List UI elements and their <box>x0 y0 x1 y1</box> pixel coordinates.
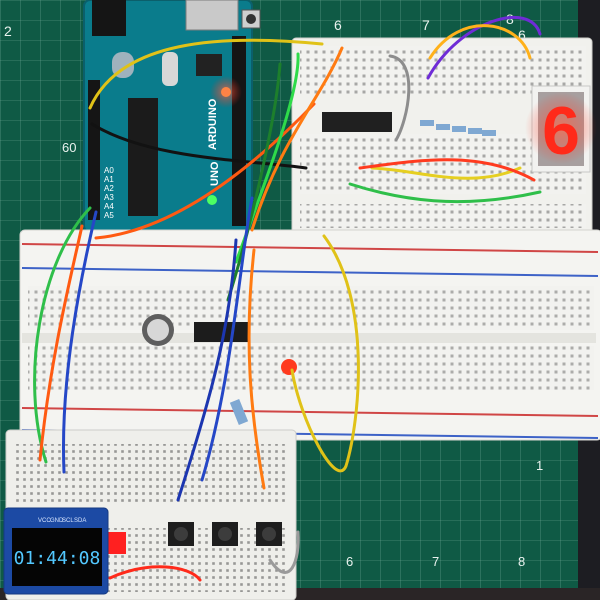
resistor-row <box>420 120 496 136</box>
push-button <box>212 522 238 546</box>
oled-pin-label: SCL <box>62 518 74 524</box>
middle-breadboard <box>19 229 600 441</box>
oled-pin-label: GND <box>50 518 64 524</box>
pin-label: A0 <box>104 166 114 175</box>
arduino-board: ARDUINO UNO A0 A1 A2 A3 A4 A5 <box>83 0 261 233</box>
crystal <box>162 52 178 86</box>
push-button <box>256 522 282 546</box>
mat-number: 1 <box>536 458 543 473</box>
usb-connector <box>185 0 239 31</box>
shift-register-chip <box>322 112 392 132</box>
pin-label: A1 <box>104 175 114 184</box>
oled-screen <box>12 528 102 586</box>
digit-display: 6 <box>542 93 580 169</box>
mat-number: 60 <box>62 140 76 155</box>
mat-number: 7 <box>432 554 439 569</box>
oled-module: VCC GND SCL SDA 01:44:08 <box>3 507 109 595</box>
oled-pin-label: SDA <box>74 518 86 524</box>
oled-pin-label: VCC <box>38 518 51 524</box>
header-left <box>88 80 100 220</box>
atmega-chip <box>128 98 158 216</box>
resistor <box>229 399 249 425</box>
seven-segment-display: 6 <box>525 85 597 173</box>
power-jack <box>92 0 126 36</box>
pin-label: A2 <box>104 184 114 193</box>
timer-chip <box>194 322 248 342</box>
pin-label: A4 <box>104 202 114 211</box>
push-button <box>168 522 194 546</box>
mat-number: 6 <box>346 554 353 569</box>
mat-number: 2 <box>4 23 12 39</box>
header-right <box>232 36 246 226</box>
pin-label: A3 <box>104 193 114 202</box>
mat-number: 6 <box>334 17 342 33</box>
pin-label: A5 <box>104 211 114 220</box>
on-led <box>207 195 217 205</box>
mat-number: 6 <box>518 27 526 43</box>
jumper-wires <box>33 16 542 582</box>
arduino-model-text: UNO <box>209 161 221 186</box>
red-block <box>108 532 126 554</box>
oled-time: 01:44:08 <box>14 548 101 569</box>
top-breadboard <box>291 37 593 237</box>
small-chip <box>196 54 222 76</box>
red-led <box>281 359 297 375</box>
arduino-logo-text: ARDUINO <box>207 98 219 150</box>
mat-number: 8 <box>518 554 525 569</box>
mat-number: 7 <box>422 17 430 33</box>
